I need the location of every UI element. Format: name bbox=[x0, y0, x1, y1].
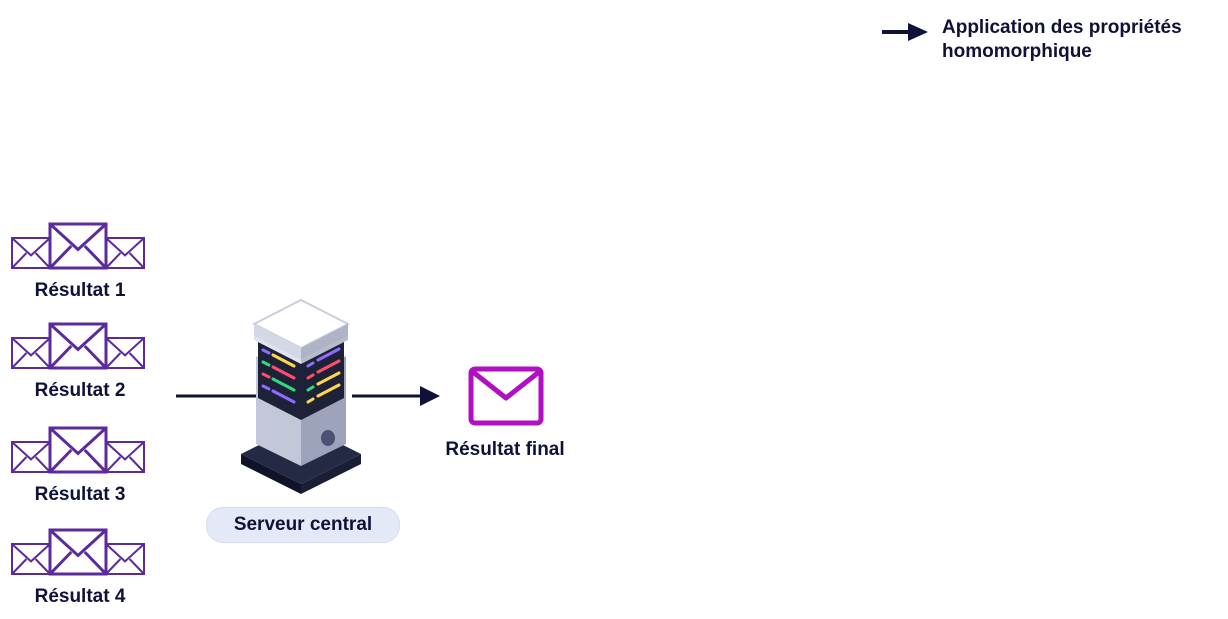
final-result-label: Résultat final bbox=[445, 439, 565, 460]
final-envelope-icon bbox=[468, 366, 544, 426]
result-envelopes-icon bbox=[10, 322, 150, 378]
legend-label-line1: Application des propriétés bbox=[942, 17, 1182, 38]
result-label: Résultat 2 bbox=[34, 380, 126, 401]
result-envelopes-icon bbox=[10, 528, 150, 584]
legend-arrow-icon bbox=[882, 23, 928, 41]
server-icon bbox=[241, 298, 361, 494]
result-envelopes-icon bbox=[10, 426, 150, 482]
legend-label-line2: homomorphique bbox=[942, 41, 1092, 62]
result-label: Résultat 4 bbox=[34, 586, 126, 607]
result-envelopes-icon bbox=[10, 222, 150, 278]
result-label: Résultat 1 bbox=[34, 280, 126, 301]
server-label-pill: Serveur central bbox=[206, 507, 400, 543]
output-arrow-head bbox=[420, 386, 440, 406]
server-label: Serveur central bbox=[233, 514, 373, 535]
result-label: Résultat 3 bbox=[34, 484, 126, 505]
legend: Application des propriétés homomorphique bbox=[882, 16, 1222, 68]
legend-label: Application des propriétés homomorphique bbox=[942, 16, 1182, 64]
